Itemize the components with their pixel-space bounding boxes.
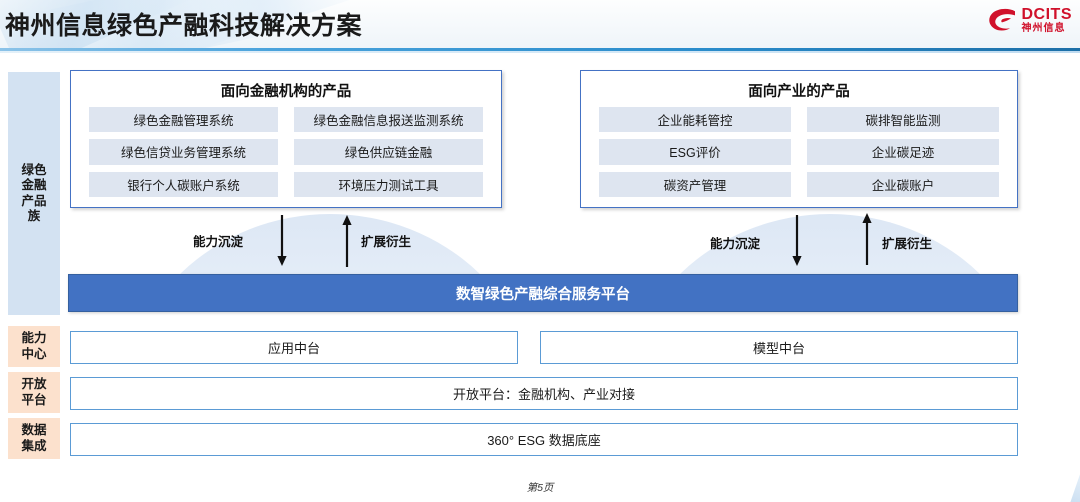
open-platform-label: 开放平台：金融机构、产业对接 — [452, 387, 635, 402]
product-tile[interactable]: 企业碳账户 — [807, 171, 999, 197]
panel-title: 面向金融机构的产品 — [220, 84, 352, 100]
product-tile[interactable]: 企业能耗管控 — [599, 107, 791, 133]
product-tile[interactable]: 银行个人碳账户系统 — [89, 171, 278, 197]
sidebar-item-label: 数据集成 — [21, 423, 47, 453]
flow-arc-left — [120, 214, 540, 274]
arrow-up-icon-left — [342, 215, 352, 267]
sidebar-item-open-platform[interactable]: 开放平台 — [8, 372, 60, 413]
product-tile[interactable]: 绿色信贷业务管理系统 — [89, 139, 278, 165]
capability-box-application-middle-platform[interactable]: 应用中台 — [70, 331, 518, 364]
dcits-swoosh-icon — [988, 8, 1015, 31]
corner-ribbon-decoration — [982, 342, 1080, 502]
sidebar-item-capability-center[interactable]: 能力中心 — [8, 326, 60, 367]
data-base-box[interactable]: 360° ESG 数据底座 — [70, 423, 1018, 456]
platform-bar[interactable]: 数智绿色产融综合服务平台 — [68, 274, 1018, 312]
capability-box-label: 应用中台 — [267, 341, 320, 356]
panel-industry-products: 面向产业的产品 企业能耗管控 碳排智能监测 ESG评价 企业碳足迹 碳资产管理 … — [580, 70, 1018, 208]
flow-label-capability-precipitation-right: 能力沉淀 — [710, 237, 761, 251]
product-tile[interactable]: 企业碳足迹 — [807, 139, 999, 165]
sidebar-item-label: 开放平台 — [21, 377, 47, 407]
logo-cn-text: 神州信息 — [1021, 23, 1066, 34]
header-divider — [0, 48, 1080, 51]
flow-label-expansion-derivation-left: 扩展衍生 — [361, 235, 412, 249]
platform-bar-label: 数智绿色产融综合服务平台 — [456, 286, 630, 303]
brand-logo: DCITS 神州信息 — [988, 7, 1073, 34]
product-tile[interactable]: 绿色金融信息报送监测系统 — [294, 107, 483, 133]
flow-label-expansion-derivation-right: 扩展衍生 — [882, 237, 933, 251]
flow-label-capability-precipitation-left: 能力沉淀 — [193, 235, 244, 249]
page-number: 第5页 — [526, 482, 554, 494]
sidebar-item-label: 能力中心 — [21, 331, 47, 361]
capability-box-label: 模型中台 — [752, 341, 805, 356]
product-tile[interactable]: 绿色供应链金融 — [294, 139, 483, 165]
product-tile[interactable]: 碳资产管理 — [599, 171, 791, 197]
arrow-up-icon-right — [862, 213, 872, 265]
panel-financial-institution-products: 面向金融机构的产品 绿色金融管理系统 绿色金融信息报送监测系统 绿色信贷业务管理… — [70, 70, 502, 208]
page-title: 神州信息绿色产融科技解决方案 — [5, 12, 363, 40]
data-base-label: 360° ESG 数据底座 — [487, 433, 601, 448]
logo-text: DCITS 神州信息 — [1022, 7, 1073, 34]
panel-title: 面向产业的产品 — [748, 84, 850, 100]
arrow-down-icon-right — [792, 215, 802, 266]
panel-tile-grid: 企业能耗管控 碳排智能监测 ESG评价 企业碳足迹 碳资产管理 企业碳账户 — [599, 107, 999, 197]
slide-header: 神州信息绿色产融科技解决方案 — [0, 0, 1080, 51]
sidebar-item-green-finance-products[interactable]: 绿色金融产品族 — [8, 72, 60, 315]
product-tile[interactable]: 环境压力测试工具 — [294, 171, 483, 197]
capability-box-model-middle-platform[interactable]: 模型中台 — [540, 331, 1018, 364]
open-platform-box[interactable]: 开放平台：金融机构、产业对接 — [70, 377, 1018, 410]
flow-arc-right — [620, 214, 1040, 274]
product-tile[interactable]: 绿色金融管理系统 — [89, 107, 278, 133]
sidebar-item-data-integration[interactable]: 数据集成 — [8, 418, 60, 459]
logo-en-text: DCITS — [1021, 6, 1072, 23]
sidebar-item-label: 绿色金融产品族 — [21, 163, 47, 223]
product-tile[interactable]: ESG评价 — [599, 139, 791, 165]
panel-tile-grid: 绿色金融管理系统 绿色金融信息报送监测系统 绿色信贷业务管理系统 绿色供应链金融… — [89, 107, 483, 197]
header-divider-shadow — [0, 51, 1080, 53]
product-tile[interactable]: 碳排智能监测 — [807, 107, 999, 133]
arrow-down-icon-left — [277, 215, 287, 266]
